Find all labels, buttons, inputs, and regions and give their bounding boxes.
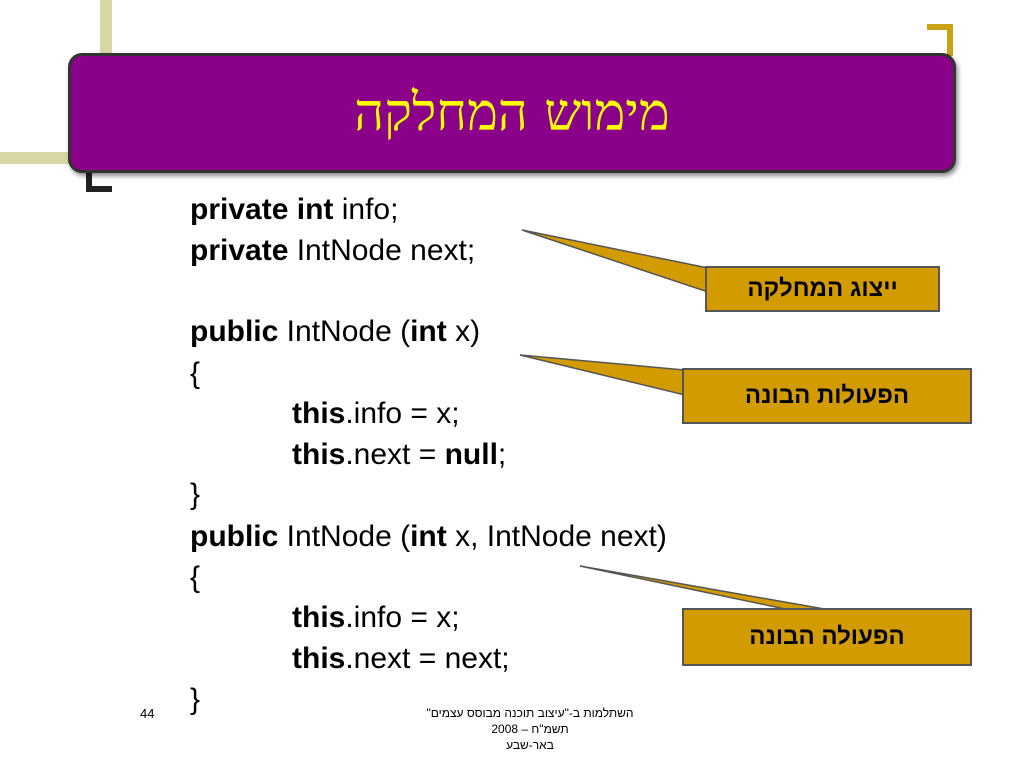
code-line-5: this.info = x; <box>292 397 460 430</box>
footer: השתלמות ב-"עיצוב תוכנה מבוסס עצמים" תשמ"… <box>380 705 680 753</box>
code-line-11: this.next = next; <box>292 642 510 675</box>
code-line-12: } <box>190 683 201 716</box>
corner-bracket-top-right <box>927 24 953 56</box>
callout-constructors: הפעולות הבונה <box>682 368 972 424</box>
code-line-8: public IntNode (int x, IntNode next) <box>190 520 667 553</box>
code-line-2: private IntNode next; <box>190 234 476 267</box>
code-line-3: public IntNode (int x) <box>190 315 481 348</box>
code-line-1: private int info; <box>190 193 399 226</box>
slide-title: מימוש המחלקה <box>354 83 670 143</box>
callout-pointer-constructors <box>519 354 686 396</box>
footer-line-3: באר-שבע <box>506 738 554 752</box>
code-line-6: this.next = null; <box>292 438 507 471</box>
code-line-9: { <box>190 561 201 594</box>
callout-constructor: הפעולה הבונה <box>682 608 972 666</box>
code-line-7: } <box>190 478 201 511</box>
title-banner: מימוש המחלקה <box>68 53 956 173</box>
page-number: 44 <box>140 706 155 721</box>
callout-pointer-representation <box>521 229 709 294</box>
callout-representation: ייצוג המחלקה <box>705 266 940 312</box>
corner-bracket-bottom-left <box>86 164 112 192</box>
code-line-4: { <box>190 357 201 390</box>
footer-line-2: תשמ"ח – 2008 <box>491 722 569 736</box>
code-line-10: this.info = x; <box>292 601 460 634</box>
callout-pointer-constructor <box>579 565 831 611</box>
footer-line-1: השתלמות ב-"עיצוב תוכנה מבוסס עצמים" <box>426 706 634 720</box>
